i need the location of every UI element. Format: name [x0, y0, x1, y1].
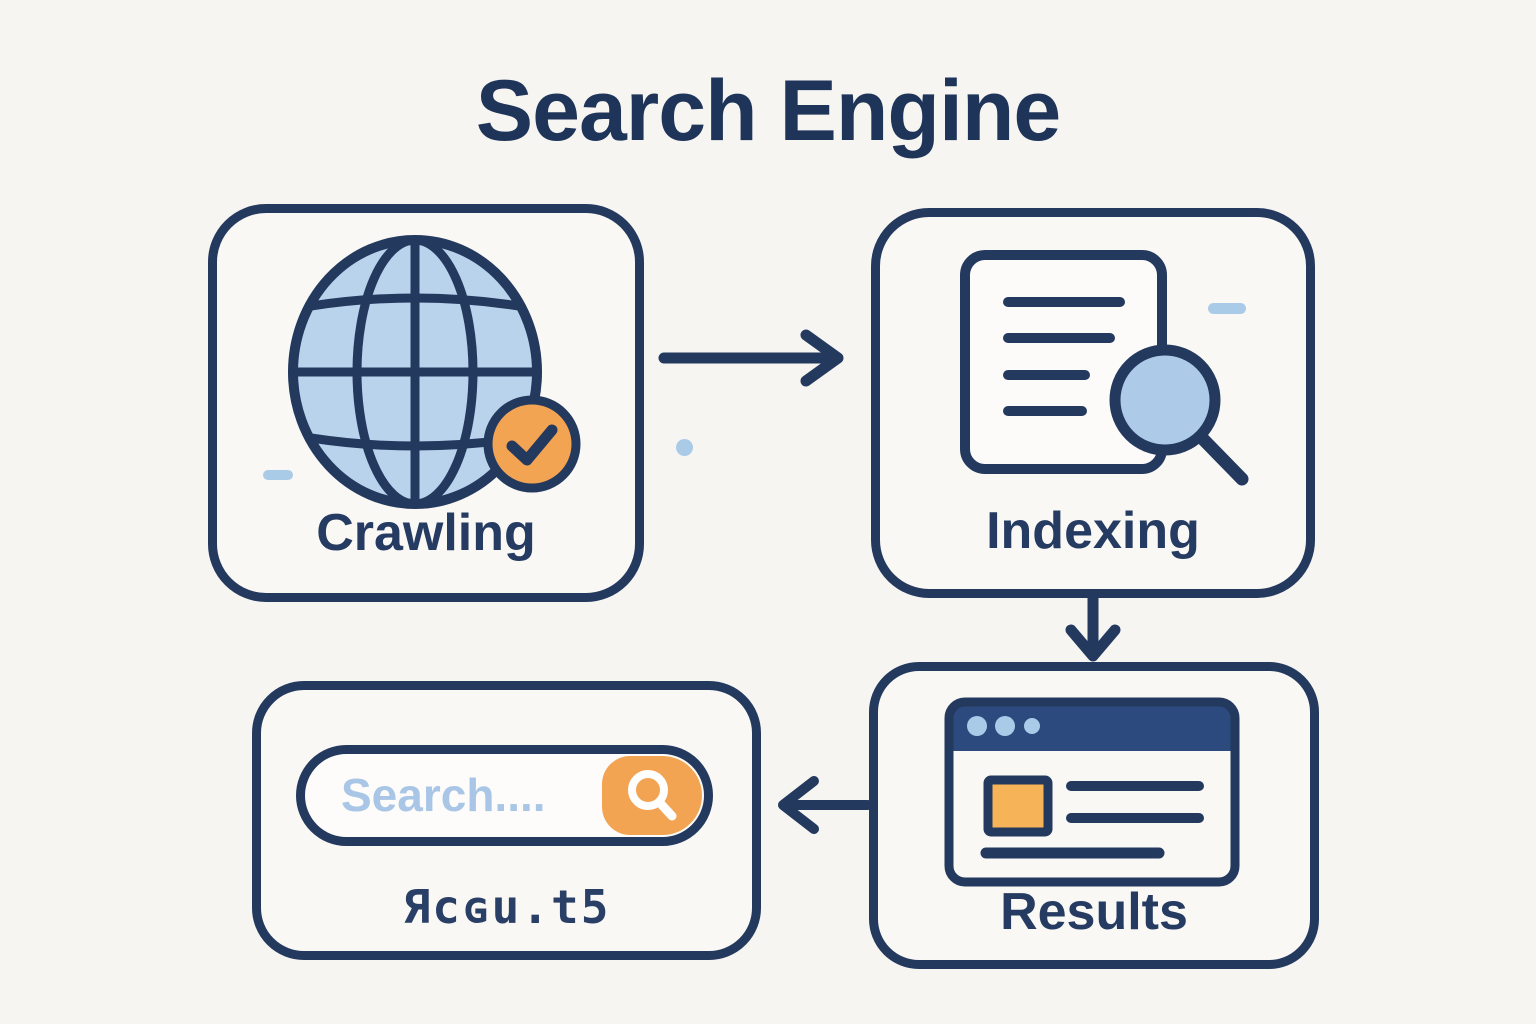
search-icon: [628, 769, 677, 820]
window-dot-icon: [995, 716, 1015, 736]
search-bar[interactable]: [296, 745, 713, 846]
node-crawling-label: Crawling: [316, 504, 536, 562]
deco-dot-icon: [676, 439, 693, 456]
arrow-down-icon: [1065, 594, 1121, 662]
document-icon: [960, 250, 1249, 486]
search-input[interactable]: [339, 760, 583, 830]
browser-window-icon: [944, 697, 1240, 887]
window-dot-icon: [967, 716, 987, 736]
page-title: Search Engine: [475, 63, 1061, 159]
magnifier-icon: [1109, 344, 1249, 486]
deco-dash-icon: [1208, 303, 1246, 314]
node-indexing-label: Indexing: [986, 502, 1200, 560]
window-dot-icon: [1024, 718, 1040, 734]
arrow-left-icon: [778, 776, 873, 834]
search-box-caption: Яcɢu.t5: [402, 880, 611, 934]
globe-icon: [288, 235, 542, 509]
check-badge-icon: [483, 395, 581, 493]
thumbnail-icon: [983, 775, 1053, 837]
search-button[interactable]: [602, 756, 702, 835]
arrow-right-icon: [658, 329, 844, 387]
deco-dash-icon: [263, 470, 293, 480]
node-results-label: Results: [1000, 883, 1188, 941]
